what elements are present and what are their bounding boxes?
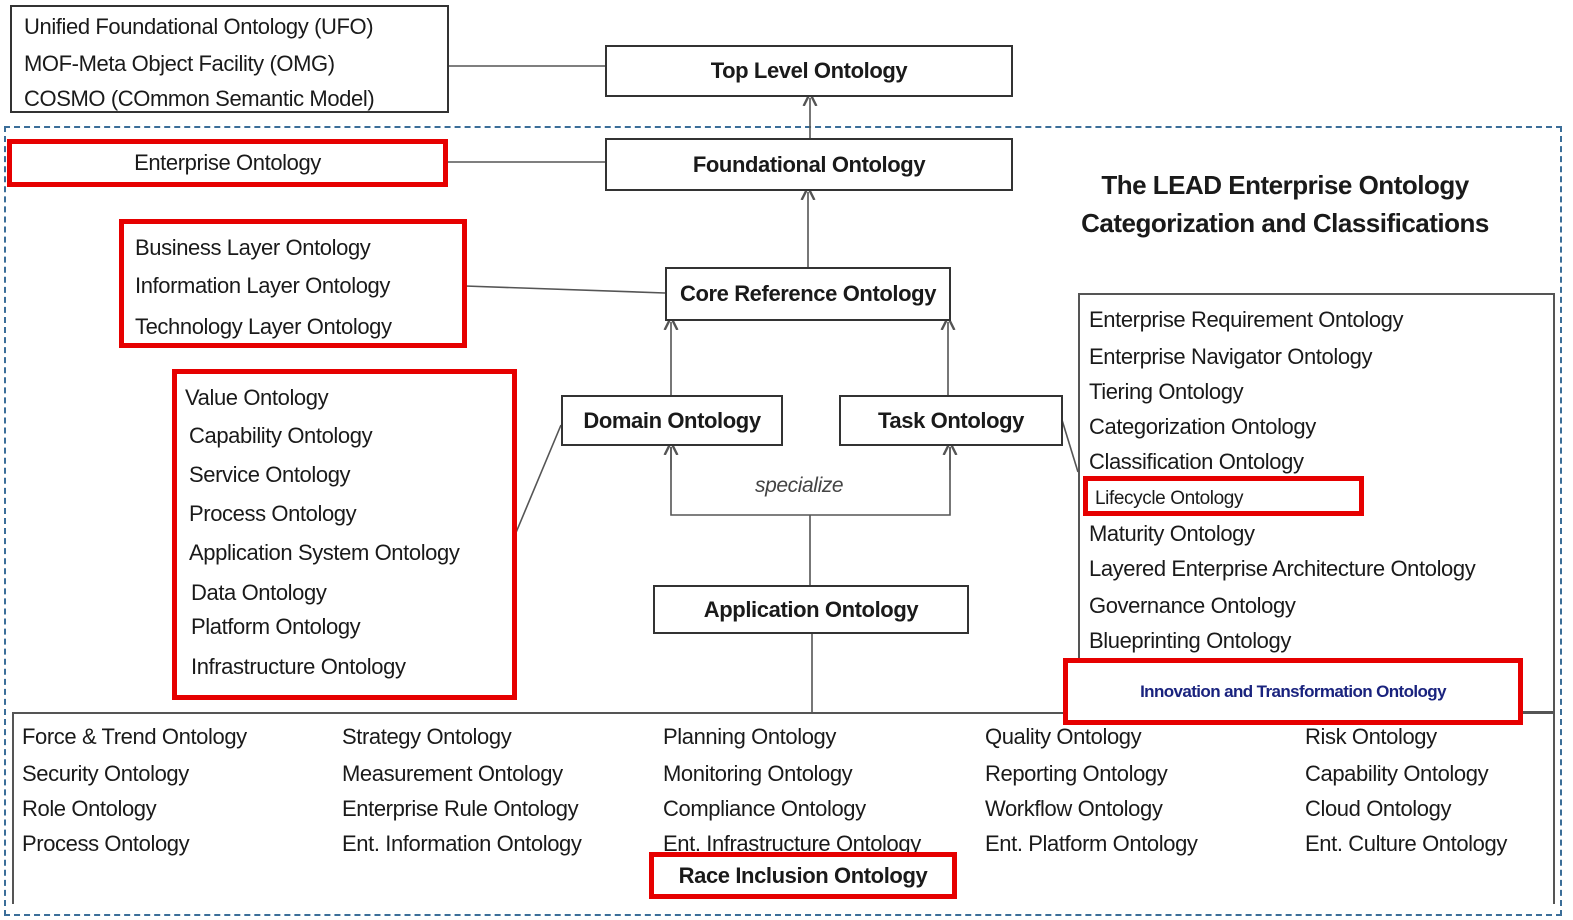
task-item: Categorization Ontology — [1089, 414, 1316, 439]
application-item: Enterprise Rule Ontology — [342, 796, 579, 821]
connector — [464, 285, 666, 294]
standard-item: MOF-Meta Object Facility (OMG) — [24, 51, 335, 76]
application-item: Measurement Ontology — [342, 761, 563, 786]
top-standards-box: Unified Foundational Ontology (UFO) MOF-… — [10, 5, 449, 113]
application-item: Security Ontology — [22, 761, 189, 786]
domain-item: Capability Ontology — [189, 423, 373, 448]
application-item: Role Ontology — [22, 796, 157, 821]
task-item: Layered Enterprise Architecture Ontology — [1089, 556, 1476, 581]
application-item: Ent. Information Ontology — [342, 831, 582, 856]
application-item: Cloud Ontology — [1305, 796, 1452, 821]
application-item: Workflow Ontology — [985, 796, 1163, 821]
application-item: Quality Ontology — [985, 724, 1142, 749]
top-level-ontology-box: Top Level Ontology — [605, 45, 1013, 97]
application-item: Ent. Culture Ontology — [1305, 831, 1507, 856]
task-item: Enterprise Navigator Ontology — [1089, 344, 1373, 369]
lead-enterprise-frame — [4, 126, 1562, 916]
layer-item: Technology Layer Ontology — [135, 314, 392, 339]
task-ontology-box: Task Ontology — [839, 395, 1063, 446]
title-line: The LEAD Enterprise Ontology — [1101, 170, 1469, 200]
specialize-label: specialize — [755, 474, 844, 497]
application-item: Process Ontology — [22, 831, 190, 856]
task-item: Blueprinting Ontology — [1089, 628, 1291, 653]
innovation-ontology-box: Innovation and Transformation Ontology — [1063, 658, 1523, 725]
core-reference-ontology-box: Core Reference Ontology — [665, 267, 951, 321]
layer-item: Business Layer Ontology — [135, 235, 371, 260]
connector — [514, 424, 562, 536]
enterprise-ontology-box: Enterprise Ontology — [7, 139, 448, 187]
application-item: Capability Ontology — [1305, 761, 1489, 786]
application-item: Monitoring Ontology — [663, 761, 853, 786]
domain-item: Process Ontology — [189, 501, 357, 526]
layer-item: Information Layer Ontology — [135, 273, 390, 298]
domain-item: Infrastructure Ontology — [191, 654, 406, 679]
domain-item: Data Ontology — [191, 580, 327, 605]
task-item: Lifecycle Ontology — [1095, 488, 1244, 509]
domain-item: Service Ontology — [189, 462, 351, 487]
foundational-ontology-box: Foundational Ontology — [605, 138, 1013, 191]
standard-item: COSMO (COmmon Semantic Model) — [24, 86, 375, 111]
task-item: Classification Ontology — [1089, 449, 1304, 474]
innovation-label: Innovation and Transformation Ontology — [1140, 681, 1446, 701]
standard-item: Unified Foundational Ontology (UFO) — [24, 14, 374, 39]
application-item: Planning Ontology — [663, 724, 836, 749]
connector — [1061, 419, 1079, 473]
application-item: Risk Ontology — [1305, 724, 1437, 749]
application-item: Force & Trend Ontology — [22, 724, 247, 749]
lifecycle-ontology-box: Lifecycle Ontology — [1083, 476, 1364, 516]
application-item: Ent. Infrastructure Ontology — [663, 831, 921, 856]
task-item: Enterprise Requirement Ontology — [1089, 307, 1404, 332]
domain-item: Platform Ontology — [191, 614, 361, 639]
domain-ontology-box: Domain Ontology — [561, 395, 783, 446]
domain-list-box: Value Ontology Capability Ontology Servi… — [172, 369, 517, 700]
race-inclusion-ontology-box: Race Inclusion Ontology — [649, 852, 957, 899]
layers-box: Business Layer Ontology Information Laye… — [119, 219, 467, 348]
application-item: Strategy Ontology — [342, 724, 512, 749]
domain-item: Application System Ontology — [189, 540, 460, 565]
task-item: Maturity Ontology — [1089, 521, 1255, 546]
application-item: Ent. Platform Ontology — [985, 831, 1198, 856]
application-ontology-box: Application Ontology — [653, 585, 969, 634]
application-item: Reporting Ontology — [985, 761, 1168, 786]
title-line: Categorization and Classifications — [1081, 208, 1489, 238]
diagram-title: The LEAD Enterprise Ontology Categorizat… — [1040, 166, 1530, 242]
task-item: Tiering Ontology — [1089, 379, 1244, 404]
domain-item: Value Ontology — [185, 385, 329, 410]
application-item: Compliance Ontology — [663, 796, 866, 821]
task-item: Governance Ontology — [1089, 593, 1296, 618]
